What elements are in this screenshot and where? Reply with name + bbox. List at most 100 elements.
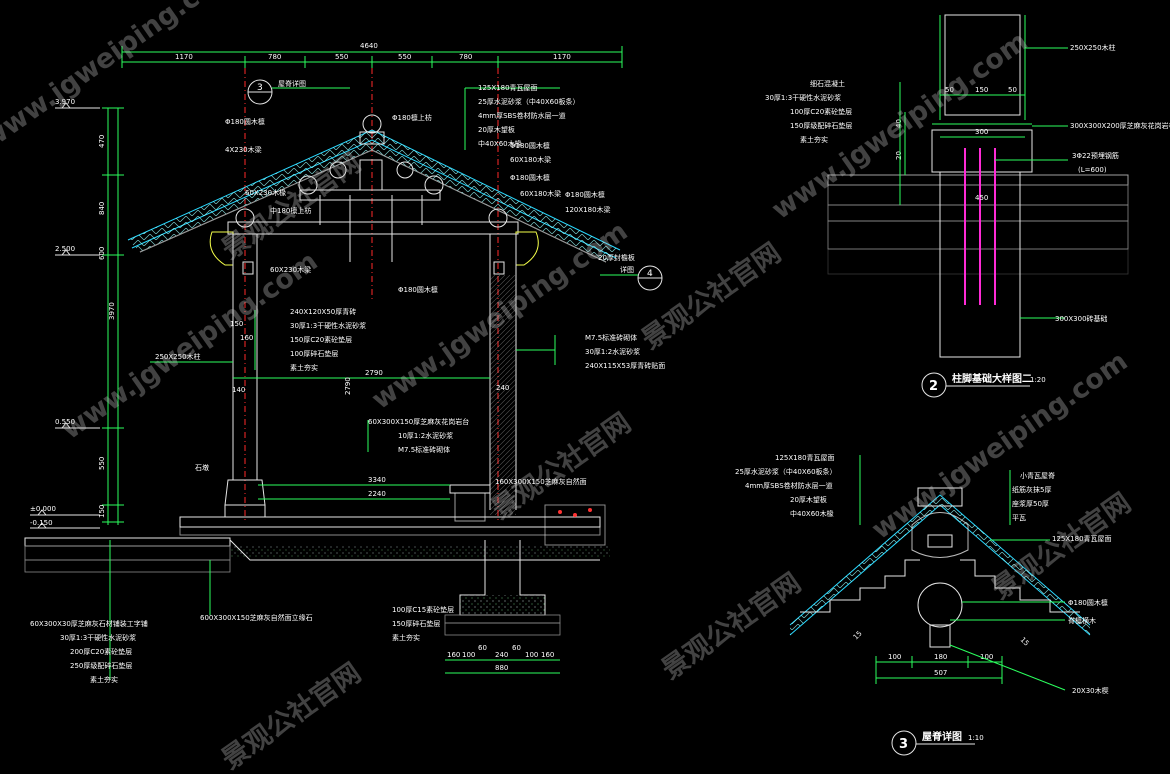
wall-callout-2: 30厚1:2水泥砂浆	[585, 347, 640, 356]
roof-callout-4: 20厚木望板	[478, 125, 515, 134]
d3-dim-3: 100	[980, 653, 993, 661]
elev-3: 0.550	[55, 418, 75, 426]
detail-ref-3: 3	[257, 83, 263, 93]
roof	[127, 114, 621, 263]
misc-label-6: Φ180圆木檩	[565, 190, 605, 199]
d3-left-4: 20厚木望板	[790, 495, 827, 504]
bench-dim-2: 2240	[368, 490, 386, 498]
floor-callout-4: 100厚碎石垫层	[290, 349, 338, 358]
footing-callout-3: 素土夯实	[392, 633, 420, 642]
footing-callout-2: 150厚碎石垫层	[392, 619, 440, 628]
d2-dim-7: 20	[895, 151, 903, 160]
dim-seg-6: 1170	[553, 53, 571, 61]
vdim-1: 470	[98, 135, 106, 148]
elev-5: -0.150	[30, 519, 53, 527]
bench-callout-2: 10厚1:2水泥砂浆	[398, 431, 453, 440]
small-dim-3: 140	[232, 386, 245, 394]
misc-label-9: Φ180圆木檩	[398, 285, 438, 294]
d2-base-label: 300X300砖基础	[1055, 314, 1108, 323]
vdim-3: 600	[98, 247, 106, 260]
watermark-cn-5: 景观公社官网	[656, 567, 807, 686]
col-label: 250X250木柱	[155, 352, 201, 361]
vdim-5: 550	[98, 457, 106, 470]
vdim-2: 840	[98, 202, 106, 215]
misc-label-1: Φ180圆木檩	[510, 141, 550, 150]
d3-right-2: 纸筋灰抹5厚	[1012, 485, 1051, 494]
d3-left-3: 4mm厚SBS卷材防水层一道	[745, 481, 833, 490]
floor-callout-5: 素土夯实	[290, 363, 318, 372]
misc-label-3: 60X230木梁	[270, 265, 311, 274]
floor-callout-3: 150厚C20素砼垫层	[290, 335, 352, 344]
d2-callout-4: 150厚级配碎石垫层	[790, 121, 852, 130]
d2-dim-6: 450	[975, 194, 988, 202]
bottom-callout-4: 250厚级配碎石垫层	[70, 661, 132, 670]
d3-right-3: 座浆厚50厚	[1012, 499, 1049, 508]
d3-right-5: 125X180青瓦屋面	[1052, 534, 1112, 543]
footing-total: 880	[495, 664, 508, 672]
d3-scale: 1:10	[968, 734, 984, 742]
mid-dim-1: 2790	[365, 369, 383, 377]
beam-callout-3: 4X230木梁	[225, 145, 262, 154]
d2-callout-5: 素土夯实	[800, 135, 828, 144]
bench-dim-1: 3340	[368, 476, 386, 484]
d2-dim-1: 50	[945, 86, 954, 94]
d2-col-label: 250X250木柱	[1070, 43, 1116, 52]
d2-dim-5: 40	[895, 119, 903, 128]
bench-callout-3: M7.5标准砖砌体	[398, 445, 450, 454]
vdim-4: 3970	[108, 302, 116, 320]
stone-label: 石墩	[195, 463, 209, 472]
watermark-cn-4: 景观公社官网	[216, 657, 367, 774]
d2-callout-3: 100厚C20素砼垫层	[790, 107, 852, 116]
dim-total: 4640	[360, 42, 378, 50]
edge-label: 160X300X150芝麻灰自然面	[495, 477, 587, 486]
d2-rebar-label: 3Φ22预埋钢筋	[1072, 151, 1119, 160]
d3-right-8: 20X30木楔	[1072, 686, 1109, 695]
d3-slope-2: 15	[1019, 636, 1031, 648]
ridge-ref-label: 屋脊详图	[278, 79, 306, 88]
detail-ref-4: 4	[647, 269, 653, 279]
misc-label-7: 120X180木梁	[565, 205, 611, 214]
misc-label-4: 中180檩上枋	[270, 206, 311, 215]
footing-dim-5: 60	[512, 644, 521, 652]
roof-callout-5: 中40X60木椽	[478, 139, 522, 148]
bottom-callout-2: 30厚1:3干硬性水泥砂浆	[60, 633, 136, 642]
d3-title: 屋脊详图	[922, 730, 962, 743]
dim-seg-2: 780	[268, 53, 281, 61]
bottom-callout-3: 200厚C20素砼垫层	[70, 647, 132, 656]
footing-dim-4: 240	[495, 651, 508, 659]
watermark-cn-6: 景观公社官网	[986, 487, 1137, 606]
mid-dim-3: 2790	[344, 377, 352, 395]
dim-seg-4: 550	[398, 53, 411, 61]
roof-callout-1: 125X180青瓦屋面	[478, 83, 538, 92]
d3-dim-1: 100	[888, 653, 901, 661]
footing-callout-1: 100厚C15素砼垫层	[392, 605, 454, 614]
d2-number: 2	[929, 379, 938, 394]
vdim-6: 150	[98, 505, 106, 518]
small-dim-2: 160	[240, 334, 253, 342]
dim-seg-1: 1170	[175, 53, 193, 61]
bottom-callout-5: 素土夯实	[90, 675, 118, 684]
watermark-cn-3: 景观公社官网	[636, 237, 787, 356]
beam-callout-4: Φ180圆木檩	[510, 173, 550, 182]
misc-label-10: 60X180木梁	[510, 155, 551, 164]
dim-seg-5: 780	[459, 53, 472, 61]
d2-dim-3: 50	[1008, 86, 1017, 94]
elev-2: 2.500	[55, 245, 75, 253]
d3-number: 3	[899, 737, 908, 752]
d3-left-2: 25厚水泥砂浆（中40X60板条）	[735, 467, 837, 476]
d3-left-5: 中40X60木椽	[790, 509, 834, 518]
mid-dim-2: 240	[496, 384, 509, 392]
bottom-callout-1: 60X300X30厚芝麻灰石材铺装工字铺	[30, 619, 148, 628]
small-dim-1: 150	[230, 320, 243, 328]
misc-label-8: 20厚封檐板	[598, 253, 635, 262]
floor-callout-1: 240X120X50厚青砖	[290, 307, 356, 316]
d3-slope-1: 15	[852, 629, 864, 641]
d2-rebar-len: (L=600)	[1078, 166, 1107, 174]
d2-stone-label: 300X300X200厚芝麻灰花岗岩柱础	[1070, 121, 1170, 130]
footing-dim-7: 160	[541, 651, 554, 659]
d3-dim-4: 507	[934, 669, 947, 677]
footing-dim-2: 100	[462, 651, 475, 659]
d2-dim-4: 300	[975, 128, 988, 136]
elev-1: 3.970	[55, 98, 75, 106]
